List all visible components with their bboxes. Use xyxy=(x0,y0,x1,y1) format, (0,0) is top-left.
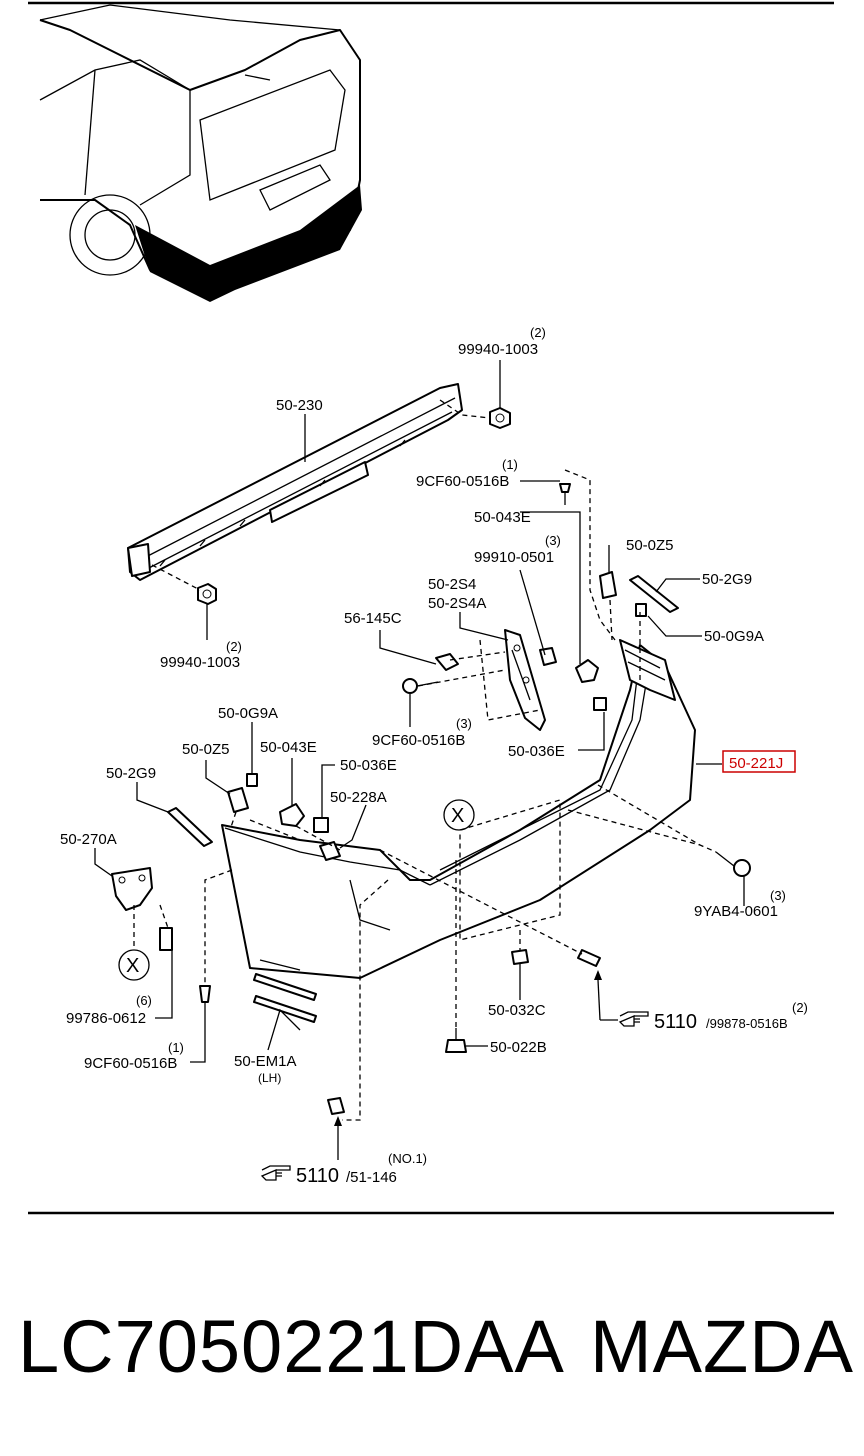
label-no1: (NO.1) xyxy=(388,1151,427,1166)
label-50-em1a: 50-EM1A xyxy=(234,1053,297,1070)
pointing-hand-icon xyxy=(618,1011,649,1027)
label-qty-1b: (1) xyxy=(168,1040,184,1055)
nut-top xyxy=(489,407,511,429)
label-9cf60-bottom: 9CF60-0516B xyxy=(84,1055,177,1072)
brand-name: MAZDA xyxy=(590,1305,854,1388)
label-5110-b: 5110 xyxy=(296,1165,339,1187)
pointing-hand-icon xyxy=(260,1165,291,1181)
label-qty-3b: (3) xyxy=(456,716,472,731)
label-50-2g9-right: 50-2G9 xyxy=(702,571,752,588)
label-99878-0516b: /99878-0516B xyxy=(706,1016,788,1031)
clip-50-0z5-right xyxy=(599,571,617,599)
bolt-9cf60-top xyxy=(559,483,571,505)
label-9yab4-0601: 9YAB4-0601 xyxy=(694,903,778,920)
label-50-043e-right: 50-043E xyxy=(474,509,531,526)
label-50-2g9-left: 50-2G9 xyxy=(106,765,156,782)
marker-x-left xyxy=(118,949,150,981)
highlight-box xyxy=(722,750,796,773)
label-qty-2b: (2) xyxy=(226,639,242,654)
marker-x-mid xyxy=(443,799,475,831)
pad-50-036e-right xyxy=(593,697,607,711)
label-9cf60-top: 9CF60-0516B xyxy=(416,473,509,490)
label-50-043e-left: 50-043E xyxy=(260,739,317,756)
tape-50-em1a xyxy=(253,973,317,1023)
bolt-9cf60-bot xyxy=(199,985,211,1003)
label-50-036e-right: 50-036E xyxy=(508,743,565,760)
pad-50-0g9a-left xyxy=(246,773,258,787)
label-50-0g9a-left: 50-0G9A xyxy=(218,705,278,722)
label-56-145c: 56-145C xyxy=(344,610,402,627)
bolt-9yab4 xyxy=(715,851,751,877)
label-99940-1003-top: 99940-1003 xyxy=(458,341,538,358)
label-qty-6: (6) xyxy=(136,993,152,1008)
clip-50-032c xyxy=(511,949,529,965)
label-50-032c: 50-032C xyxy=(488,1002,546,1019)
label-50-230: 50-230 xyxy=(276,397,323,414)
vehicle-rear-illustration xyxy=(39,4,362,302)
label-5110-a: 5110 xyxy=(654,1011,697,1033)
retainer-50-043e-left xyxy=(279,803,305,827)
label-lh: (LH) xyxy=(258,1071,281,1085)
label-qty-top: (2) xyxy=(530,325,546,340)
label-50-221j: 50-221J xyxy=(729,755,783,772)
screw-50-022b xyxy=(445,1028,467,1053)
molding-50-2g9-left xyxy=(167,807,213,847)
label-50-022b: 50-022B xyxy=(490,1039,547,1056)
label-99940-1003-bottom: 99940-1003 xyxy=(160,654,240,671)
label-50-036e-left: 50-036E xyxy=(340,757,397,774)
label-qty-3a: (3) xyxy=(545,533,561,548)
retainer-50-043e-right xyxy=(575,659,599,683)
label-qty-1a: (1) xyxy=(502,457,518,472)
label-50-2s4: 50-2S4 xyxy=(428,576,476,593)
label-50-2s4a: 50-2S4A xyxy=(428,595,486,612)
label-qty-3c: (3) xyxy=(770,888,786,903)
molding-50-2g9-right xyxy=(629,575,679,613)
label-99786-0612: 99786-0612 xyxy=(66,1010,146,1027)
screw-51-146 xyxy=(327,1097,345,1115)
label-qty-2c: (2) xyxy=(792,1000,808,1015)
bracket-50-270a xyxy=(111,867,153,911)
label-50-0z5-right: 50-0Z5 xyxy=(626,537,674,554)
label-50-0z5-left: 50-0Z5 xyxy=(182,741,230,758)
nut-left xyxy=(197,583,217,605)
bumper-cover xyxy=(221,639,696,979)
bolt-99786 xyxy=(159,927,173,951)
pad-50-036e-left xyxy=(313,817,329,833)
label-50-228a: 50-228A xyxy=(330,789,387,806)
label-99910-0501: 99910-0501 xyxy=(474,549,554,566)
label-50-0g9a-right: 50-0G9A xyxy=(704,628,764,645)
label-50-270a: 50-270A xyxy=(60,831,117,848)
side-bracket xyxy=(504,629,546,731)
part-number: LC7050221DAA xyxy=(18,1305,565,1388)
marker-x-mid-label: X xyxy=(451,805,464,827)
marker-x-left-label: X xyxy=(126,955,139,977)
clip-50-228a xyxy=(319,841,341,861)
bumper-reinforcement xyxy=(127,383,463,581)
bolt-99878 xyxy=(577,949,601,967)
pad-50-0g9a-right xyxy=(635,603,647,617)
clip-99910 xyxy=(539,647,557,666)
label-51-146: /51-146 xyxy=(346,1169,397,1186)
clip-50-0z5-left xyxy=(227,787,249,813)
label-9cf60-mid: 9CF60-0516B xyxy=(372,732,465,749)
clip-56-145c xyxy=(435,653,459,671)
